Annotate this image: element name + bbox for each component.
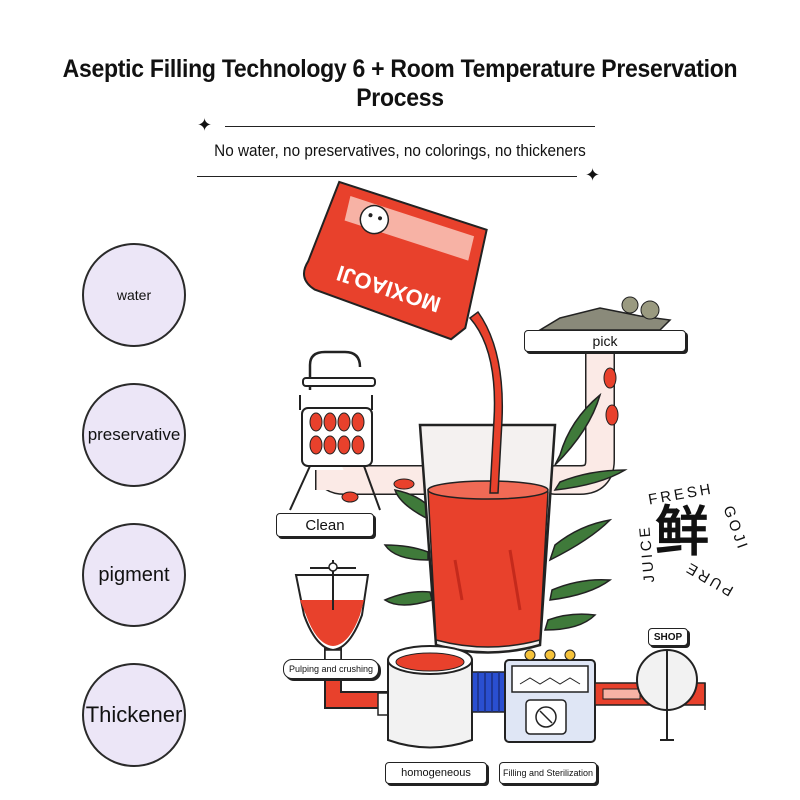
sparkle-icon: ✦ xyxy=(197,115,213,135)
exclusion-pigment: pigment xyxy=(82,523,186,627)
pulping-vessel-icon xyxy=(294,560,370,661)
step-homogeneous-text: homogeneous xyxy=(401,767,471,779)
step-pick-label: pick xyxy=(524,330,686,352)
exclusion-label: preservative xyxy=(87,425,181,444)
shower-head-icon xyxy=(289,350,381,511)
step-pulping-label: Pulping and crushing xyxy=(283,659,379,679)
juice-pouch: MOXIAOJI xyxy=(303,180,488,341)
step-pick-text: pick xyxy=(592,333,618,349)
divider-bottom xyxy=(197,176,577,177)
leaf-icon xyxy=(383,392,628,631)
goji-harvest-icon xyxy=(537,296,672,331)
juice-glass xyxy=(418,423,557,654)
shop-text: SHOP xyxy=(653,631,683,643)
exclusion-label: Thickener xyxy=(85,702,183,727)
step-clean-text: Clean xyxy=(305,516,345,534)
homogenizer-icon xyxy=(377,645,473,749)
badge-character: 鲜 xyxy=(655,500,709,563)
filling-machine-icon xyxy=(504,649,596,743)
exclusion-water: water xyxy=(82,243,186,347)
exclusion-label: pigment xyxy=(98,563,170,586)
hose-icon xyxy=(471,671,507,713)
step-homogeneous-label: homogeneous xyxy=(385,762,487,784)
pipe-clean-to-glass xyxy=(315,464,430,503)
step-filling-label: Filling and Sterilization xyxy=(499,762,597,784)
divider-top xyxy=(225,126,595,127)
step-pulping-text: Pulping and crushing xyxy=(288,664,374,674)
step-clean-label: Clean xyxy=(276,513,374,537)
sparkle-icon: ✦ xyxy=(585,165,601,185)
page-subtitle: No water, no preservatives, no colorings… xyxy=(214,141,586,160)
shop-sign-icon xyxy=(636,649,698,741)
exclusion-thickener: Thickener xyxy=(82,663,186,767)
exclusion-label: water xyxy=(116,287,152,303)
page-title: Aseptic Filling Technology 6 + Room Temp… xyxy=(62,55,738,112)
shop-label: SHOP xyxy=(648,628,688,646)
exclusion-preservative: preservative xyxy=(82,383,186,487)
step-filling-text: Filling and Sterilization xyxy=(502,768,594,778)
